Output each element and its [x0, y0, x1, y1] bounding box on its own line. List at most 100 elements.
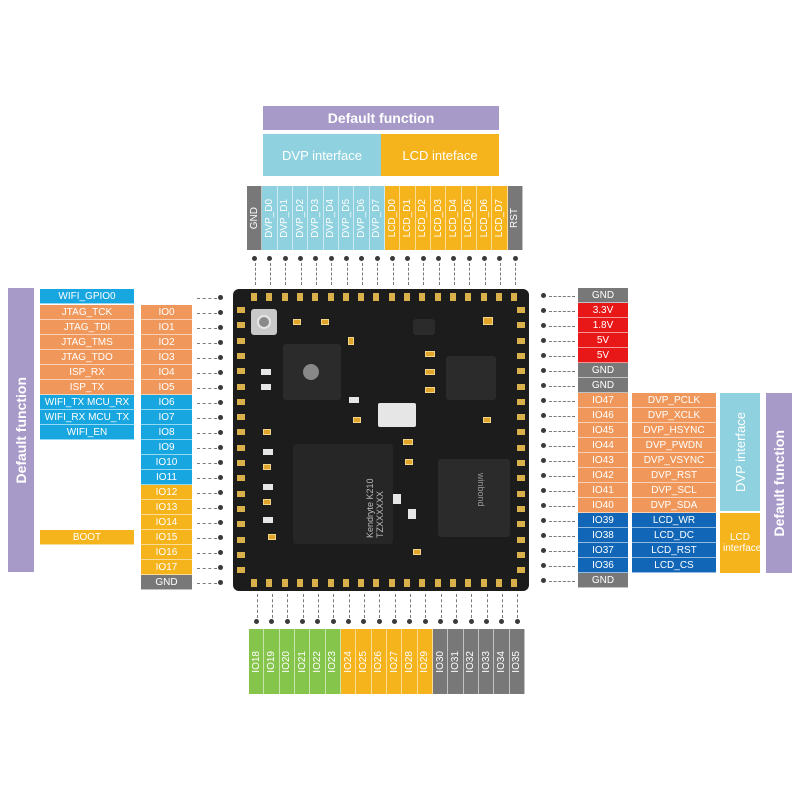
top-pin-label: LCD_D5: [463, 198, 475, 238]
k210-main-chip: Kendryte K210 TZXXXXXX: [293, 444, 393, 544]
left-pin-dashed-line: [197, 552, 217, 554]
bottom-pin-3: IO21: [294, 629, 311, 694]
left-pin-15: IO14: [141, 515, 192, 530]
smd-component: [268, 534, 276, 540]
left-pin-16: IO15: [141, 530, 192, 545]
left-pin-9: IO8: [141, 425, 192, 440]
left-function-4: JTAG_TDO: [40, 350, 134, 365]
board-pad: [449, 293, 456, 301]
left-function-1: JTAG_TCK: [40, 305, 134, 320]
right-pin-dot: [541, 293, 546, 298]
left-pin-dot: [218, 355, 223, 360]
top-pin-dot: [466, 256, 472, 261]
top-pin-14: LCD_D5: [461, 186, 477, 250]
right-pin-dot: [541, 578, 546, 583]
top-default-function-header: Default function: [263, 106, 499, 130]
left-pin-14: IO13: [141, 500, 192, 515]
flash-chip-marking: winbond: [476, 473, 486, 507]
right-function-10: DVP_PWDN: [632, 438, 716, 453]
board-pad: [266, 579, 273, 587]
right-pin-dot: [541, 428, 546, 433]
top-pin-dot: [436, 256, 442, 261]
top-pin-15: LCD_D6: [476, 186, 493, 250]
board-pad: [517, 352, 525, 359]
top-pin-13: LCD_D4: [446, 186, 462, 250]
top-pin-17: RST: [507, 186, 523, 250]
left-pin-dashed-line: [197, 312, 217, 314]
top-pin-label: DVP_D4: [325, 198, 337, 238]
top-pin-dashed-line: [392, 263, 394, 285]
left-pin-18: IO17: [141, 560, 192, 575]
bottom-pin-dot: [438, 619, 444, 624]
bottom-pin-dot: [499, 619, 505, 624]
board-pad: [373, 579, 380, 587]
top-pin-label: LCD_D2: [417, 198, 429, 238]
right-pin-dashed-line: [549, 370, 575, 372]
bottom-pin-dashed-line: [271, 594, 273, 618]
right-pin-15: IO39: [578, 513, 628, 528]
board-pad: [517, 444, 525, 451]
smd-component: [321, 319, 329, 325]
board-pad: [296, 579, 303, 587]
board-pad: [237, 521, 245, 528]
left-function-7: WIFI_TX MCU_RX: [40, 395, 134, 410]
bottom-pin-9: IO27: [386, 629, 403, 694]
right-lcd-interface-header: LCD interface: [720, 513, 761, 573]
left-pin-dashed-line: [197, 537, 217, 539]
bottom-pin-label: IO31: [449, 650, 461, 673]
top-pin-7: DVP_D6: [354, 186, 370, 250]
top-pin-11: LCD_D2: [415, 186, 431, 250]
board-pad: [342, 579, 349, 587]
right-pin-19: GND: [578, 573, 628, 588]
smd-resistor: [393, 494, 401, 504]
right-pin-dashed-line: [549, 340, 575, 342]
board-pad: [517, 475, 525, 482]
left-pin-dashed-line: [197, 507, 217, 509]
right-pin-dot: [541, 458, 546, 463]
bottom-pin-12: IO30: [432, 629, 449, 694]
board-pad: [517, 505, 525, 512]
board-pad: [388, 293, 395, 301]
top-pin-dashed-line: [469, 263, 471, 285]
top-pin-dot: [420, 256, 426, 261]
board-pad: [517, 429, 525, 436]
bottom-pin-dashed-line: [302, 594, 304, 618]
right-pin-dot: [541, 308, 546, 313]
right-pin-11: IO43: [578, 453, 628, 468]
right-pin-dot: [541, 398, 546, 403]
right-pin-dot: [541, 533, 546, 538]
bottom-pin-dot: [468, 619, 474, 624]
bottom-pin-dot: [254, 619, 260, 624]
board-pad: [237, 352, 245, 359]
top-pin-dashed-line: [331, 263, 333, 285]
top-pin-2: DVP_D1: [277, 186, 293, 250]
top-pin-dashed-line: [346, 263, 348, 285]
top-pin-label: LCD_D7: [493, 198, 505, 238]
board-pad: [237, 307, 245, 313]
right-pin-8: IO46: [578, 408, 628, 423]
bottom-pin-dot: [514, 619, 520, 624]
right-pin-dot: [541, 353, 546, 358]
board-pad: [281, 293, 288, 301]
right-pin-dashed-line: [549, 385, 575, 387]
left-pin-19: GND: [141, 575, 192, 590]
bottom-pin-dashed-line: [471, 594, 473, 618]
right-pin-16: IO38: [578, 528, 628, 543]
right-pin-dot: [541, 503, 546, 508]
right-function-8: DVP_XCLK: [632, 408, 716, 423]
board-pad: [237, 505, 245, 512]
smd-component: [263, 429, 271, 435]
top-pin-label: LCD_D3: [432, 198, 444, 238]
right-pin-7: IO47: [578, 393, 628, 408]
bottom-pin-label: IO32: [465, 650, 477, 673]
left-pin-dot: [218, 415, 223, 420]
left-pin-dashed-line: [197, 372, 217, 374]
bottom-pin-dashed-line: [517, 594, 519, 618]
right-pin-dot: [541, 323, 546, 328]
bottom-pin-label: IO22: [311, 650, 323, 673]
bottom-pin-dot: [361, 619, 367, 624]
left-default-function-header: Default function: [8, 288, 34, 572]
top-pin-label: RST: [509, 208, 521, 228]
right-pin-dashed-line: [549, 565, 575, 567]
top-pin-dashed-line: [438, 263, 440, 285]
